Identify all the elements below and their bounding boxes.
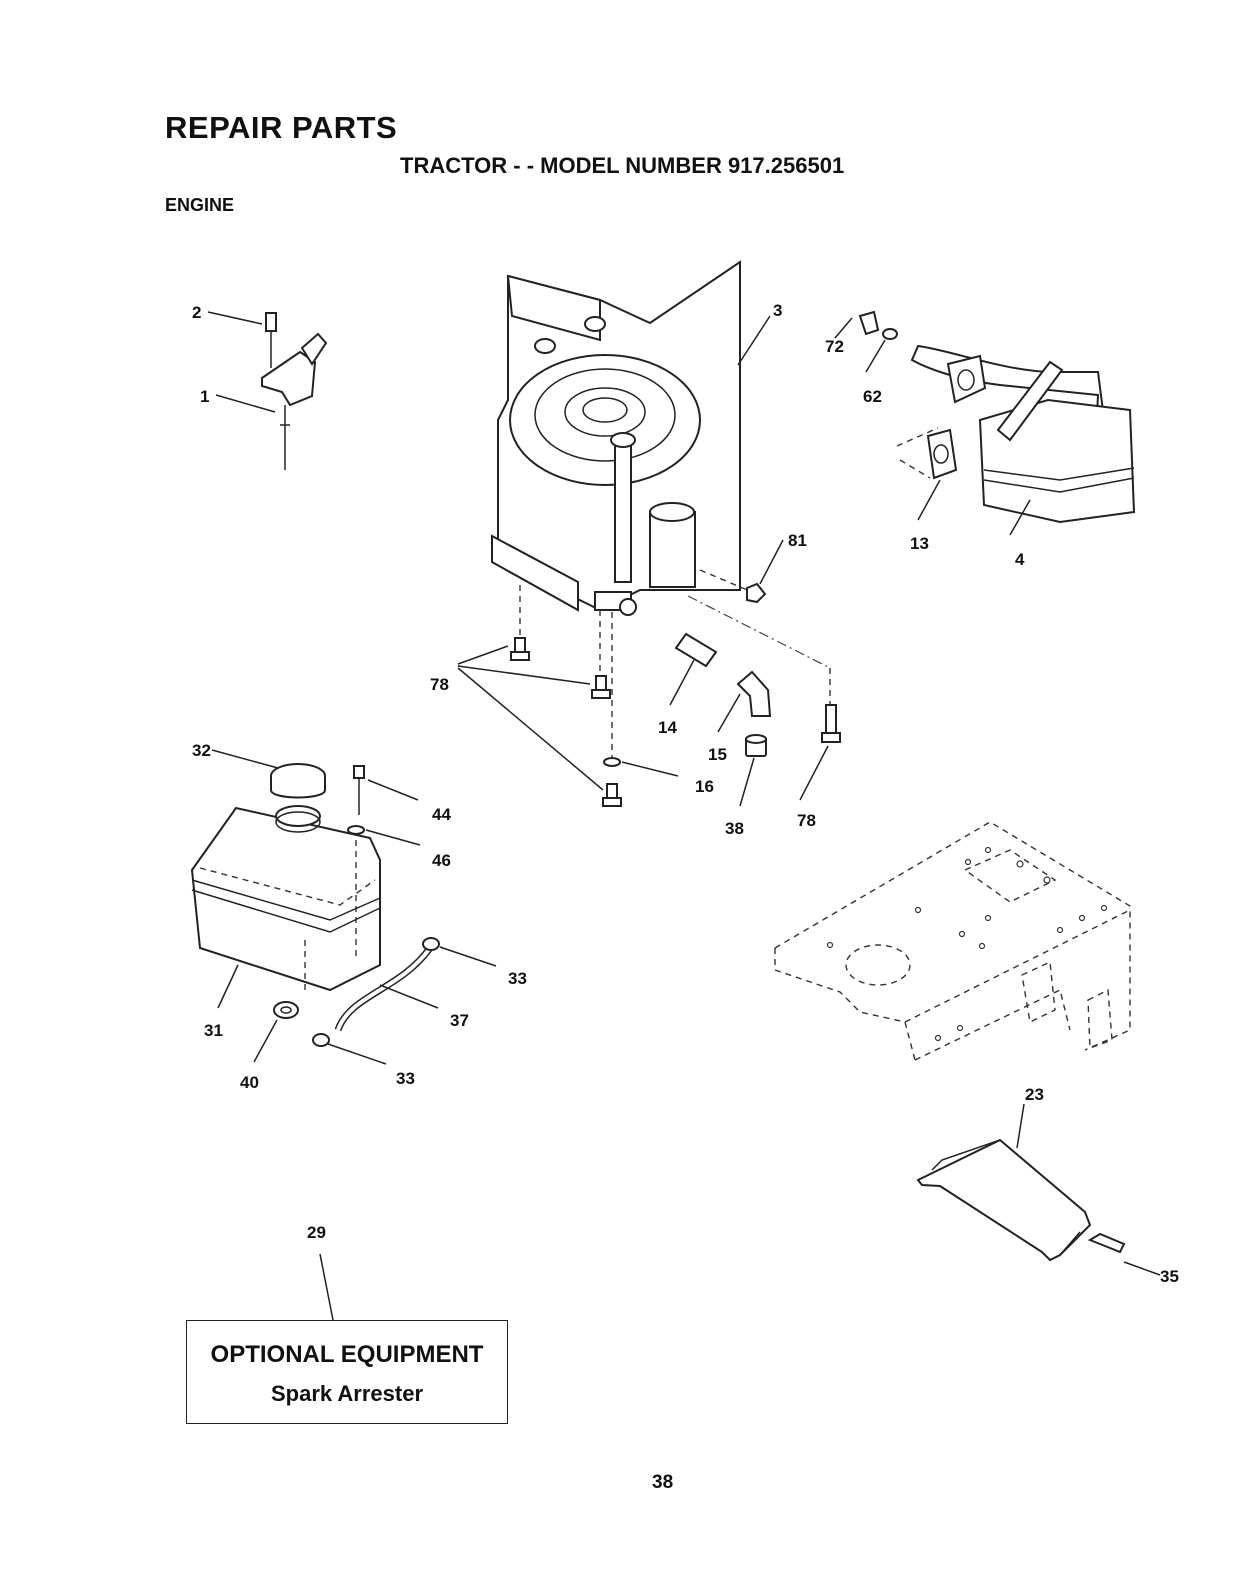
callout-3: 3 xyxy=(773,301,782,320)
callout-32: 32 xyxy=(192,741,211,760)
optional-equipment-title: OPTIONAL EQUIPMENT xyxy=(187,1341,507,1369)
callout-16: 16 xyxy=(695,777,714,796)
page-number: 38 xyxy=(652,1472,673,1494)
callout-40: 40 xyxy=(240,1073,259,1092)
engine-drawing xyxy=(492,262,740,615)
callout-38: 38 xyxy=(725,819,744,838)
callout-62: 62 xyxy=(863,387,882,406)
muffler-assembly-drawing xyxy=(860,312,1134,522)
callout-23: 23 xyxy=(1025,1085,1044,1104)
callout-4: 4 xyxy=(1015,550,1025,569)
callout-14: 14 xyxy=(658,718,677,737)
callout-81: 81 xyxy=(788,531,807,550)
optional-equipment-box: OPTIONAL EQUIPMENT Spark Arrester xyxy=(186,1320,508,1424)
oil-drain-parts xyxy=(676,584,770,756)
callout-15: 15 xyxy=(708,745,727,764)
callout-37: 37 xyxy=(450,1011,469,1030)
callout-35: 35 xyxy=(1160,1267,1179,1286)
tractor-frame-drawing xyxy=(775,822,1130,1060)
callout-1: 1 xyxy=(200,387,209,406)
callout-78-right: 78 xyxy=(797,811,816,830)
heat-shield-drawing xyxy=(918,1140,1124,1260)
callout-78-left: 78 xyxy=(430,675,449,694)
callout-13: 13 xyxy=(910,534,929,553)
callout-44: 44 xyxy=(432,805,451,824)
callout-2: 2 xyxy=(192,303,201,322)
callout-29: 29 xyxy=(307,1223,326,1242)
callout-46: 46 xyxy=(432,851,451,870)
callout-72: 72 xyxy=(825,337,844,356)
callout-33-top: 33 xyxy=(508,969,527,988)
callout-31: 31 xyxy=(204,1021,223,1040)
fuel-tank-assembly-drawing xyxy=(192,764,380,1018)
throttle-control-drawing xyxy=(262,313,326,470)
callout-33-bottom: 33 xyxy=(396,1069,415,1088)
optional-equipment-item: Spark Arrester xyxy=(187,1381,507,1407)
